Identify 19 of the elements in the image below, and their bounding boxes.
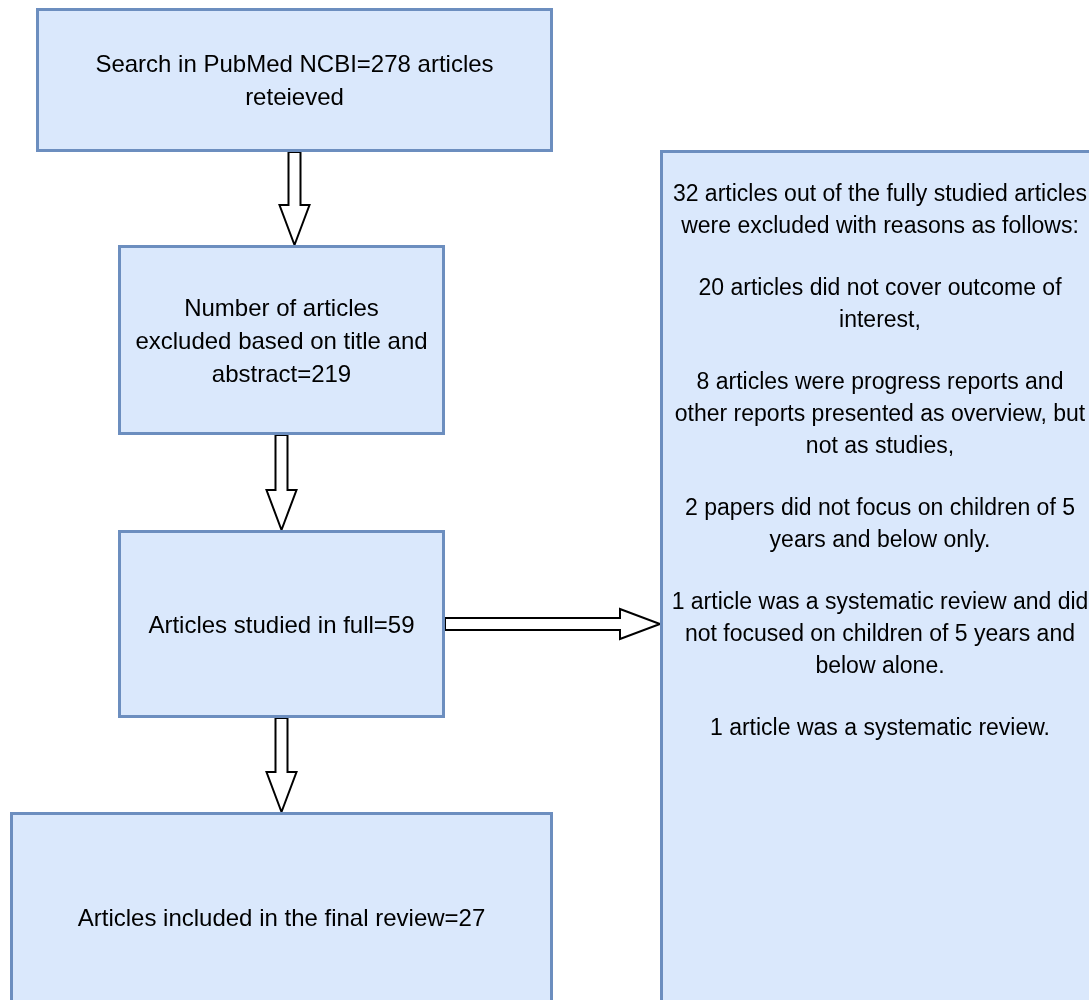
process-box: [118, 245, 445, 435]
box-text: 2 papers did not focus on children of 5 years and below only.: [684, 493, 1076, 554]
box-text: Articles included in the final review=27: [77, 902, 486, 933]
box-text: 20 articles did not cover outcome of interest,: [697, 273, 1063, 334]
box-text: 8 articles were progress reports and other reports presented as overview, but not as studies,: [673, 367, 1087, 460]
box-text: Search in PubMed NCBI=278 articles reteieved: [94, 49, 495, 112]
block-arrow: [278, 151, 311, 248]
process-box: [36, 8, 553, 152]
box-text: Articles studied in full=59: [148, 609, 415, 640]
box-text: 1 article was a systematic review.: [709, 713, 1051, 742]
box-text: 32 articles out of the fully studied articles were excluded with reasons as follows:: [671, 179, 1089, 240]
process-box: [10, 812, 553, 1000]
block-arrow: [265, 434, 298, 533]
block-arrow: [444, 607, 663, 641]
box-text: Number of articles excluded based on title and abstract=219: [134, 292, 429, 389]
process-box: [118, 530, 445, 718]
box-text: 1 article was a systematic review and did not focused on children of 5 years and below alone.: [670, 587, 1089, 680]
process-box: [660, 150, 1089, 1000]
block-arrow: [265, 717, 298, 815]
